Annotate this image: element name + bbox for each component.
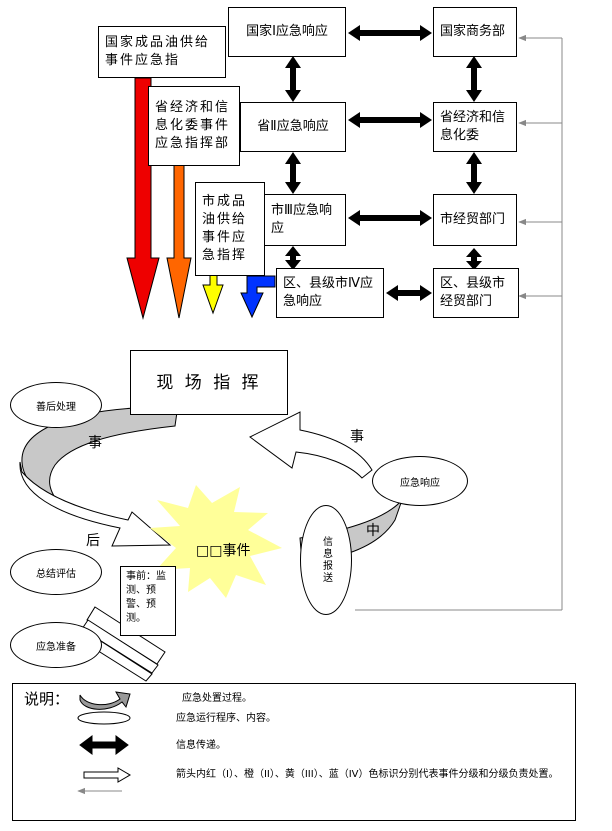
- legend-arrow-icon: [83, 767, 131, 783]
- double-arrow-v5: [466, 152, 482, 194]
- label-shi-left: 事: [88, 435, 102, 451]
- double-arrow-v1: [285, 56, 301, 102]
- ellipse-preparation: 应急准备: [10, 622, 102, 668]
- event-label: □□事件: [196, 543, 251, 559]
- box-province-response: 省Ⅱ应急响应: [240, 102, 346, 152]
- legend-process-icon: [79, 691, 131, 710]
- legend-title: 说明：: [24, 690, 70, 708]
- double-arrow-h1: [348, 25, 432, 41]
- box-national-response: 国家Ⅰ应急响应: [228, 7, 346, 57]
- box-national-command: 国家成品油供给事件应急指: [98, 26, 226, 78]
- event-starburst: [150, 485, 282, 598]
- label-hou: 后: [86, 533, 100, 549]
- legend-box: [12, 683, 576, 821]
- ellipse-emergency-response: 应急响应: [372, 456, 468, 506]
- info-arrows: [285, 25, 482, 301]
- site-command-box: 现 场 指 挥: [130, 350, 288, 415]
- box-city-command: 市成品油供给事件应急指挥: [195, 182, 265, 276]
- box-county-response: 区、县级市Ⅳ应急响应: [276, 268, 384, 318]
- yellow-level-arrow: [202, 274, 224, 315]
- double-arrow-v4: [466, 56, 482, 102]
- box-city-response: 市Ⅲ应急响应: [264, 194, 346, 246]
- label-zhong: 中: [366, 523, 380, 539]
- double-arrow-h4: [386, 285, 432, 301]
- legend-info-text: 信息传递。: [176, 740, 226, 751]
- ellipse-summary: 总结评估: [10, 549, 102, 595]
- legend-symbols: [77, 691, 131, 795]
- double-arrow-h2: [348, 112, 432, 128]
- legend-arrows-text: 箭头内红（I）、橙（II）、黄（III）、蓝（IV）色标识分别代表事件分级和分级…: [176, 769, 559, 780]
- hollow-arrow-right: [249, 411, 373, 479]
- legend-procedure-text: 应急运行程序、内容。: [176, 713, 276, 724]
- double-arrow-v3: [285, 246, 301, 270]
- double-arrow-v6: [466, 248, 482, 270]
- legend-process-text: 应急处置过程。: [182, 693, 252, 704]
- hollow-arrow-left: [19, 461, 172, 547]
- ellipse-info-report: 信息报送: [300, 505, 352, 615]
- box-city-trade: 市经贸部门: [433, 194, 517, 246]
- feedback-lines: [355, 34, 563, 611]
- box-county-trade: 区、县级市经贸部门: [433, 268, 519, 318]
- blue-level-arrow: [240, 275, 276, 319]
- pre-event-box: 事前：监测、预警、预测。: [120, 566, 176, 636]
- legend-info-icon: [79, 735, 129, 755]
- legend-procedure-icon: [77, 711, 131, 725]
- label-shi-right: 事: [350, 429, 364, 445]
- double-arrow-h3: [348, 210, 432, 226]
- double-arrow-v2: [285, 152, 301, 194]
- ellipse-aftermath: 善后处理: [10, 382, 102, 428]
- box-province-command: 省经济和信息化委事件应急指挥部: [148, 86, 240, 166]
- box-province-committee: 省经济和信息化委: [433, 102, 517, 152]
- box-national-commerce: 国家商务部: [433, 7, 517, 57]
